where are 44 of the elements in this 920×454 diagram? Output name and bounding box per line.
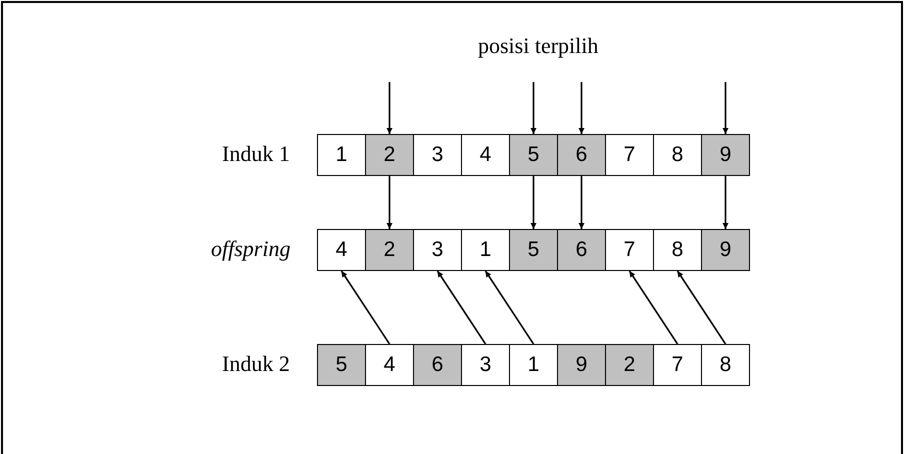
gene-cell: 5 bbox=[509, 229, 558, 271]
gene-cell: 6 bbox=[413, 344, 462, 386]
gene-cell: 3 bbox=[413, 229, 462, 271]
gene-cell: 7 bbox=[605, 229, 654, 271]
arrow bbox=[530, 176, 536, 229]
gene-cell: 8 bbox=[701, 344, 750, 386]
gene-cell: 4 bbox=[461, 134, 510, 176]
gene-cell: 1 bbox=[317, 134, 366, 176]
gene-cell: 7 bbox=[653, 344, 702, 386]
gene-cell: 5 bbox=[317, 344, 366, 386]
row-label: Induk 1 bbox=[222, 141, 290, 167]
gene-cell: 8 bbox=[653, 134, 702, 176]
gene-cell: 4 bbox=[317, 229, 366, 271]
gene-cell: 2 bbox=[365, 134, 414, 176]
arrow bbox=[530, 82, 536, 134]
gene-cell: 3 bbox=[413, 134, 462, 176]
gene-cell: 8 bbox=[653, 229, 702, 271]
gene-cell: 2 bbox=[365, 229, 414, 271]
gene-cell: 9 bbox=[557, 344, 606, 386]
arrow bbox=[340, 270, 390, 344]
arrow bbox=[578, 82, 584, 134]
arrow bbox=[722, 176, 728, 229]
gene-cell: 7 bbox=[605, 134, 654, 176]
gene-cell: 6 bbox=[557, 134, 606, 176]
arrow bbox=[578, 176, 584, 229]
gene-cell: 1 bbox=[461, 229, 510, 271]
gene-cell: 1 bbox=[509, 344, 558, 386]
row-label: offspring bbox=[211, 236, 290, 262]
arrow bbox=[628, 270, 678, 344]
gene-cell: 9 bbox=[701, 229, 750, 271]
gene-cell: 5 bbox=[509, 134, 558, 176]
gene-cell: 4 bbox=[365, 344, 414, 386]
annotation-text: posisi terpilih bbox=[478, 33, 598, 59]
gene-cell: 6 bbox=[557, 229, 606, 271]
gene-cell: 3 bbox=[461, 344, 510, 386]
arrow bbox=[436, 270, 486, 344]
gene-cell: 9 bbox=[701, 134, 750, 176]
arrow bbox=[484, 270, 534, 344]
gene-cell: 2 bbox=[605, 344, 654, 386]
arrow bbox=[386, 82, 392, 134]
arrow bbox=[722, 82, 728, 134]
arrow bbox=[386, 176, 392, 229]
row-label: Induk 2 bbox=[222, 351, 290, 377]
arrow bbox=[676, 270, 726, 344]
